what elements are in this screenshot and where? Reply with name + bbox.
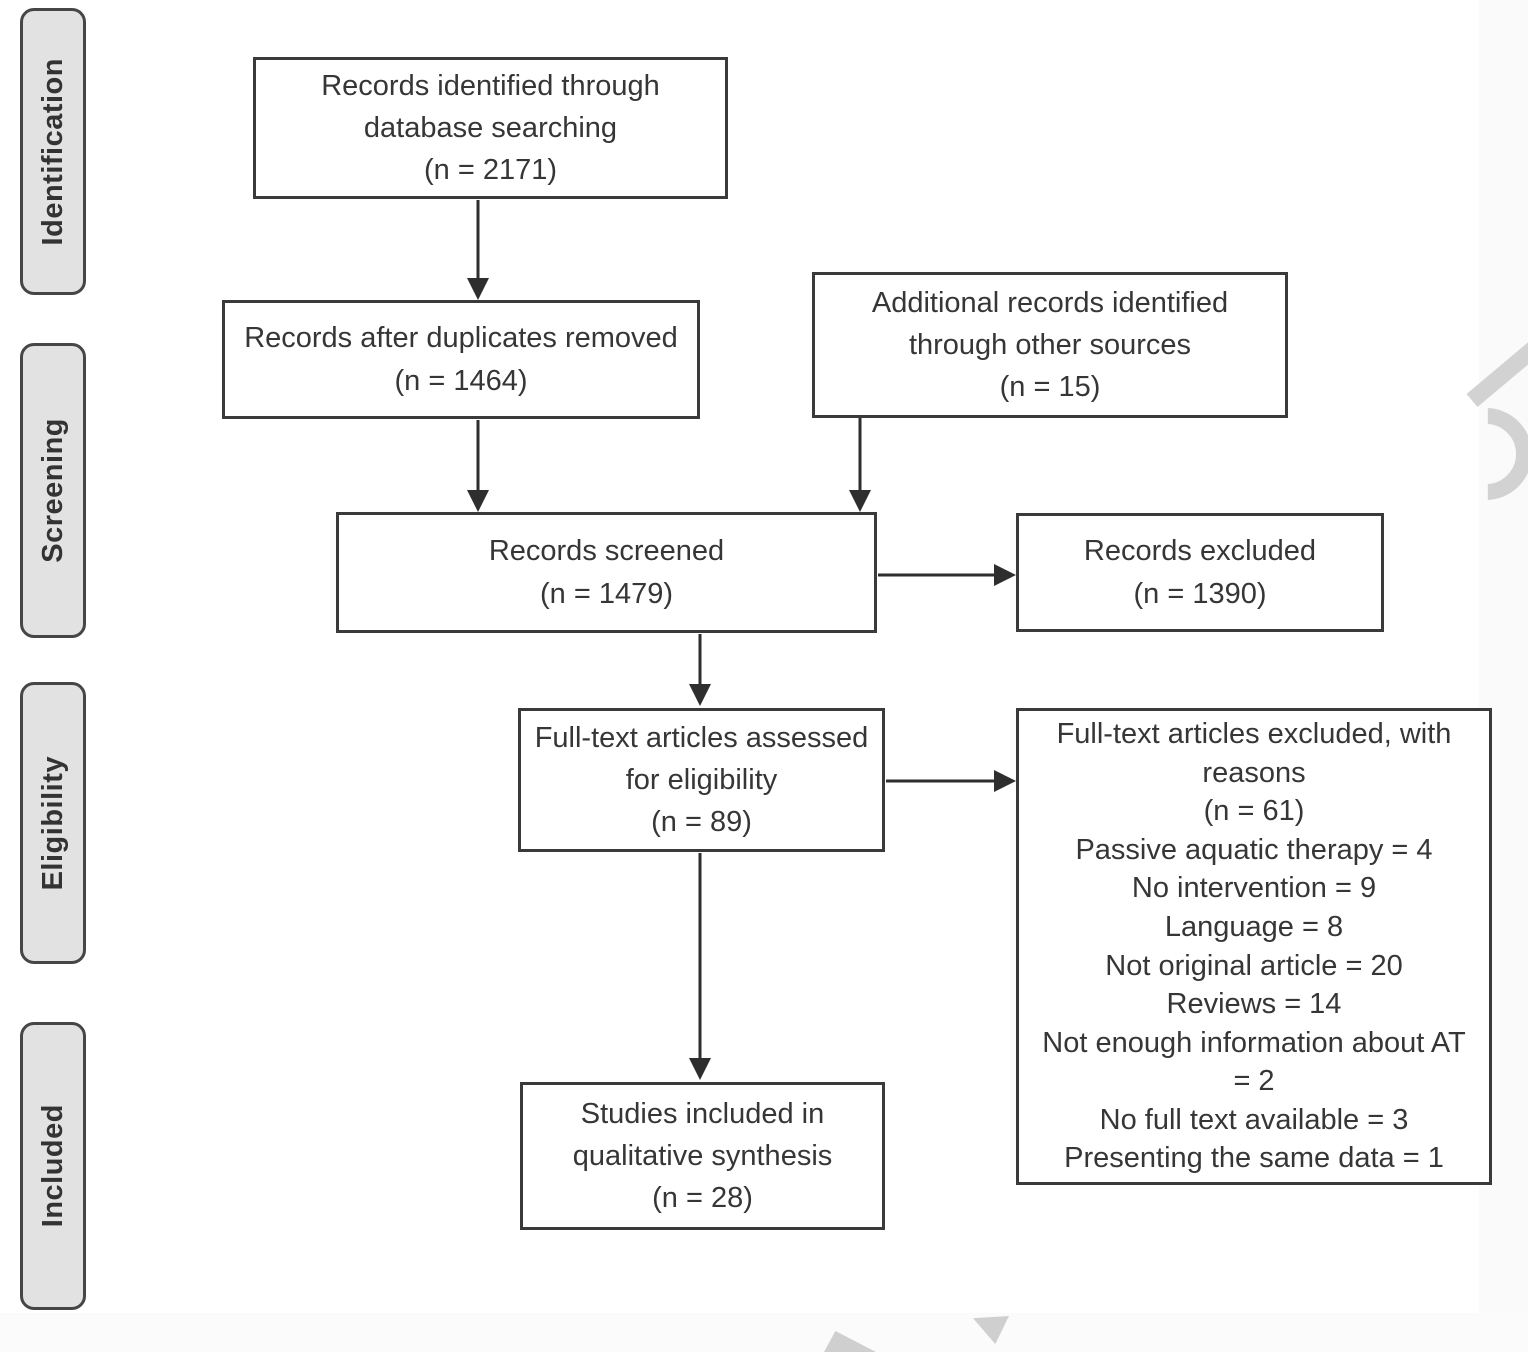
arrow-duplicates-to-screened [467, 420, 489, 512]
text-line: Records excluded [1083, 535, 1317, 568]
text-line: No intervention = 9 [1131, 872, 1377, 905]
arrow-screened-to-excluded [878, 564, 1016, 586]
text-line: No full text available = 3 [1099, 1103, 1409, 1136]
stage-label-eligibility: Eligibility [20, 682, 86, 964]
text-line: Records screened [488, 535, 725, 568]
text-line: Language = 8 [1164, 910, 1344, 943]
box-fulltext-excluded-reasons: Full-text articles excluded, with reasons… [1016, 708, 1492, 1185]
box-records-excluded: Records excluded (n = 1390) [1016, 513, 1384, 632]
arrow-fulltext-to-excluded-reasons [886, 770, 1016, 792]
stage-label-identification: Identification [20, 8, 86, 295]
box-records-identified: Records identified through database searc… [253, 57, 728, 199]
text-line: Records identified through [321, 69, 660, 102]
box-records-screened: Records screened (n = 1479) [336, 512, 877, 633]
arrow-additional-to-screened [849, 418, 871, 512]
text-line: Full-text articles assessed [534, 721, 869, 754]
text-line: Reviews = 14 [1166, 988, 1342, 1021]
stage-label-text: Included [36, 1104, 69, 1228]
arrow-identified-to-duplicates [467, 200, 489, 300]
box-additional-records: Additional records identified through oth… [812, 272, 1288, 418]
text-line: Additional records identified [871, 286, 1229, 319]
text-line: Studies included in [580, 1097, 825, 1130]
stage-label-text: Eligibility [36, 755, 69, 891]
text-line: (n = 1464) [394, 364, 528, 397]
text-line: (n = 1390) [1133, 577, 1267, 610]
text-line: reasons [1202, 756, 1306, 789]
stage-label-text: Screening [36, 418, 69, 563]
stage-label-included: Included [20, 1022, 86, 1310]
text-line: Not enough information about AT [1042, 1026, 1466, 1059]
text-line: (n = 61) [1203, 795, 1305, 828]
text-line: Presenting the same data = 1 [1064, 1142, 1444, 1175]
box-studies-included: Studies included in qualitative synthesis… [520, 1082, 885, 1230]
text-line: for eligibility [625, 763, 778, 796]
text-line: = 2 [1233, 1065, 1275, 1098]
text-line: (n = 89) [651, 806, 752, 839]
stage-label-text: Identification [36, 57, 69, 246]
text-line: (n = 28) [652, 1182, 753, 1215]
page-edge-band-bottom [0, 1313, 1528, 1352]
text-line: through other sources [908, 328, 1192, 361]
box-records-after-duplicates: Records after duplicates removed (n = 146… [222, 300, 700, 419]
arrow-screened-to-fulltext [689, 634, 711, 706]
text-line: Not original article = 20 [1105, 949, 1403, 982]
arrow-fulltext-to-included [689, 853, 711, 1080]
text-line: Records after duplicates removed [244, 322, 678, 355]
stage-label-screening: Screening [20, 343, 86, 638]
text-line: (n = 15) [999, 371, 1101, 404]
text-line: Passive aquatic therapy = 4 [1075, 833, 1433, 866]
text-line: (n = 1479) [539, 577, 673, 610]
text-line: qualitative synthesis [572, 1139, 833, 1172]
text-line: Full-text articles excluded, with [1056, 718, 1452, 751]
text-line: (n = 2171) [423, 154, 557, 187]
text-line: database searching [363, 111, 618, 144]
box-fulltext-assessed: Full-text articles assessed for eligibili… [518, 708, 885, 852]
